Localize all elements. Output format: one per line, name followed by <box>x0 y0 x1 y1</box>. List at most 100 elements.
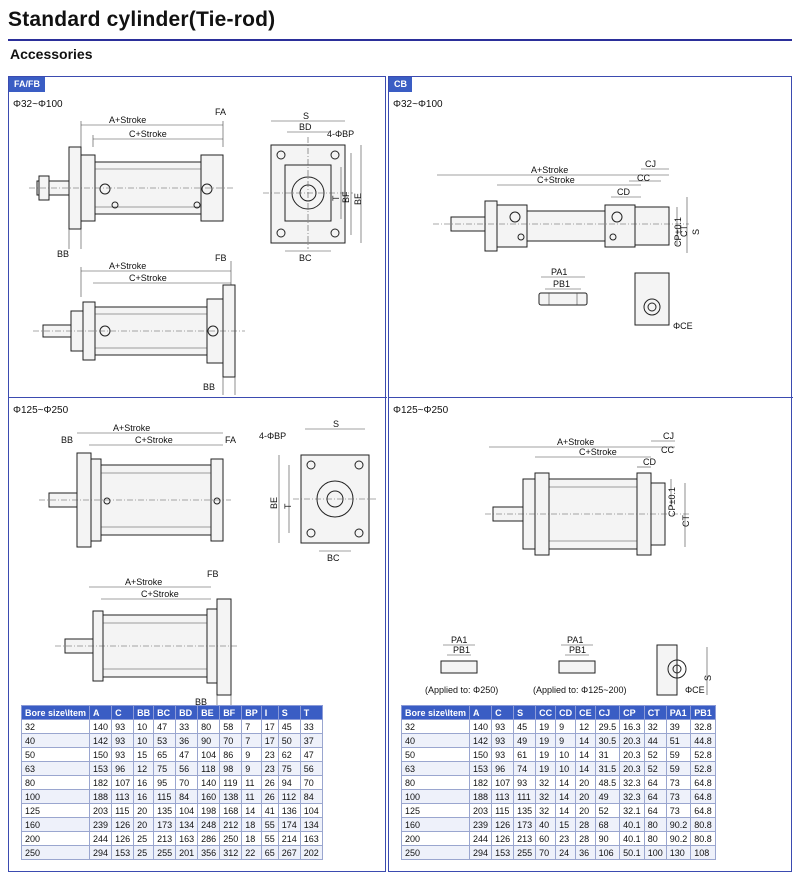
table-cell: 115 <box>491 803 515 818</box>
table-cell: 136 <box>277 803 301 818</box>
table-cell: 52.8 <box>690 761 716 776</box>
table-cell: 45 <box>277 719 301 734</box>
label-fb: FB <box>215 253 227 263</box>
table-cell: 44.8 <box>690 733 716 748</box>
table-cell: 32 <box>535 775 557 790</box>
table-cell: 200 <box>400 831 471 846</box>
table-cell: 250 <box>219 831 243 846</box>
table-cell: 294 <box>89 845 113 860</box>
label-c-stroke-cb-lg: C+Stroke <box>579 447 617 457</box>
table-cell: 80 <box>197 719 221 734</box>
label-c-stroke-fb-lg: C+Stroke <box>141 589 179 599</box>
table-cell: 64 <box>643 803 667 818</box>
table-cell: 90.2 <box>665 831 692 846</box>
table-cell: 244 <box>469 831 493 846</box>
table-header-cell: A <box>89 705 113 720</box>
table-cell: 111 <box>513 789 537 804</box>
table-cell: 50 <box>400 747 471 762</box>
table-header-cell: T <box>299 705 323 720</box>
panel-cb: CB Φ32~Φ100 Φ125~Φ250 A+Stroke C+Stroke … <box>388 76 793 872</box>
table-cell: 47 <box>175 747 199 762</box>
table-cell: 115 <box>153 789 177 804</box>
table-cell: 93 <box>111 733 135 748</box>
panel-tag-cb: CB <box>389 77 412 92</box>
table-cell: 25 <box>133 831 155 846</box>
label-a-stroke-cb-lg: A+Stroke <box>557 437 594 447</box>
table-cell: 112 <box>277 789 301 804</box>
table-cell: 212 <box>219 817 243 832</box>
label-c-stroke-fb: C+Stroke <box>129 273 167 283</box>
table-cell: 134 <box>299 817 323 832</box>
page-title: Standard cylinder(Tie-rod) <box>8 8 276 31</box>
table-cell: 17 <box>260 733 279 748</box>
table-cell: 11 <box>241 789 262 804</box>
table-cell: 28 <box>575 831 596 846</box>
table-cell: 15 <box>555 817 577 832</box>
label-pb1-cb-125: PB1 <box>569 645 586 655</box>
label-s-cb-lg: S <box>703 675 713 681</box>
table-cell: 20.3 <box>619 733 645 748</box>
table-cell: 29.5 <box>594 719 621 734</box>
table-cell: 10 <box>555 761 577 776</box>
label-pb1-cb-250: PB1 <box>453 645 470 655</box>
table-cell: 130 <box>665 845 692 860</box>
table-cell: 50 <box>20 747 91 762</box>
range-small-left: Φ32~Φ100 <box>13 99 63 110</box>
table-header-cell: Bore size\Item <box>400 705 471 720</box>
table-cell: 98 <box>219 761 243 776</box>
table-cell: 23 <box>260 761 279 776</box>
table-cell: 32.1 <box>619 803 645 818</box>
table-cell: 41 <box>260 803 279 818</box>
table-cell: 84 <box>175 789 199 804</box>
table-cell: 14 <box>555 803 577 818</box>
label-pb1-cb: PB1 <box>553 279 570 289</box>
label-t-front-lg: T <box>283 503 293 509</box>
table-cell: 14 <box>555 789 577 804</box>
table-cell: 45 <box>513 719 537 734</box>
table-cell: 11 <box>241 775 262 790</box>
table-cell: 153 <box>469 761 493 776</box>
label-c-stroke-fa-lg: C+Stroke <box>135 435 173 445</box>
label-pa1-cb-125: PA1 <box>567 635 583 645</box>
table-cell: 200 <box>20 831 91 846</box>
table-cell: 153 <box>491 845 515 860</box>
table-cell: 50 <box>277 733 301 748</box>
table-cell: 19 <box>535 747 557 762</box>
table-cell: 108 <box>690 845 716 860</box>
table-cell: 75 <box>153 761 177 776</box>
table-cell: 90.2 <box>665 817 692 832</box>
table-cell: 32.3 <box>619 789 645 804</box>
table-cell: 40 <box>20 733 91 748</box>
table-cell: 294 <box>469 845 493 860</box>
table-cell: 16.3 <box>619 719 645 734</box>
table-cell: 55 <box>260 817 279 832</box>
table-cell: 10 <box>133 733 155 748</box>
table-cell: 18 <box>241 831 262 846</box>
table-cell: 40 <box>535 817 557 832</box>
table-cell: 90 <box>197 733 221 748</box>
table-cell: 20.3 <box>619 747 645 762</box>
label-s-front: S <box>303 111 309 121</box>
table-cell: 214 <box>277 831 301 846</box>
table-header-cell: S <box>513 705 537 720</box>
table-cell: 32 <box>535 789 557 804</box>
table-cell: 70 <box>535 845 557 860</box>
table-header-cell: C <box>111 705 135 720</box>
table-cell: 68 <box>594 817 621 832</box>
table-cell: 20 <box>575 789 596 804</box>
table-cell: 56 <box>175 761 199 776</box>
table-cell: 203 <box>469 803 493 818</box>
label-cd-cb-lg: CD <box>643 457 656 467</box>
table-header-cell: A <box>469 705 493 720</box>
table-cell: 202 <box>299 845 323 860</box>
table-cell: 15 <box>133 747 155 762</box>
table-cell: 14 <box>575 747 596 762</box>
table-cell: 125 <box>20 803 91 818</box>
